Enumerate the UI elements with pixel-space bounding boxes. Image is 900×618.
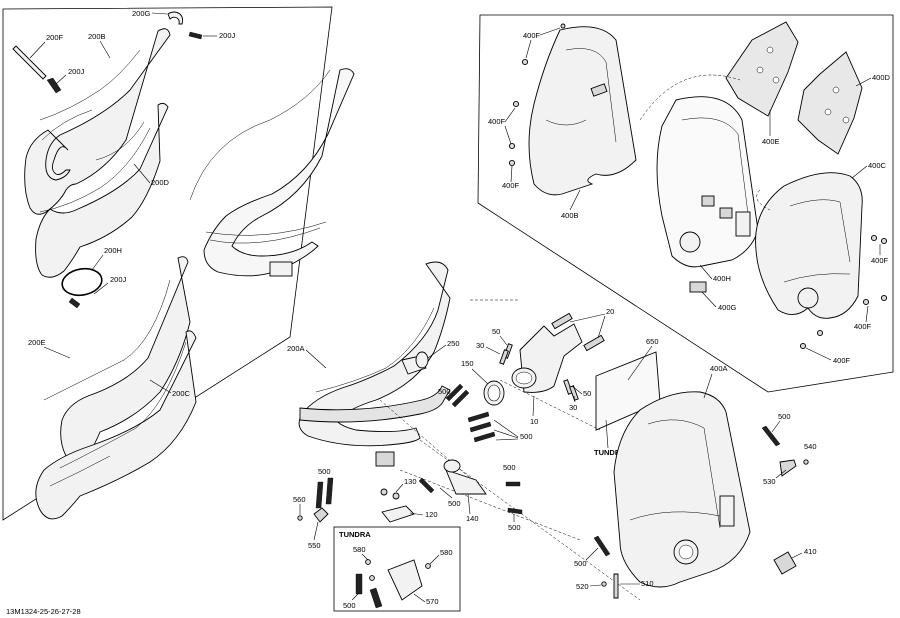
- part-400A-muffler: 400A: [613, 364, 751, 588]
- label-200H: 200H: [104, 246, 122, 255]
- part-20-gaskets: 20: [551, 307, 614, 352]
- part-500-spring-right: 500: [761, 412, 791, 447]
- label-530: 530: [763, 477, 776, 486]
- part-500-springs-left: 500: [315, 467, 334, 509]
- label-50: 50: [583, 389, 591, 398]
- part-150-ring: 150: [461, 359, 505, 406]
- part-500-spring-bottom: 500: [574, 535, 611, 568]
- label-200J: 200J: [68, 67, 85, 76]
- part-520-510-bracket: 520 510: [576, 573, 654, 599]
- label-550: 550: [308, 541, 321, 550]
- part-540-530-clip: 540 530: [763, 442, 817, 486]
- part-200C-heat-shield: 200C: [35, 330, 197, 520]
- tundra-kit-box: TUNDRA 580 580 500 570: [333, 526, 461, 612]
- label-400F: 400F: [502, 181, 520, 190]
- label-200E: 200E: [28, 338, 46, 347]
- label-400G: 400G: [718, 303, 737, 312]
- part-400F-fasteners-left: 400F 400F 400F: [488, 23, 566, 190]
- label-400F: 400F: [854, 322, 872, 331]
- label-410: 410: [804, 547, 817, 556]
- label-140: 140: [466, 514, 479, 523]
- part-410-clamp: 410: [773, 547, 817, 575]
- part-200J-spring: 200J: [46, 67, 85, 94]
- label-200J: 200J: [219, 31, 236, 40]
- part-200H-clamp-ring: 200H 200J: [61, 246, 127, 309]
- part-400F-fasteners-right: 400F 400F 400F: [799, 234, 889, 365]
- label-30: 30: [476, 341, 484, 350]
- label-570: 570: [426, 597, 439, 606]
- label-400F: 400F: [833, 356, 851, 365]
- label-540: 540: [804, 442, 817, 451]
- label-500: 500: [508, 523, 521, 532]
- label-250: 250: [447, 339, 460, 348]
- label-400D: 400D: [872, 73, 891, 82]
- label-120: 120: [425, 510, 438, 519]
- label-400A: 400A: [710, 364, 728, 373]
- part-560-550-fasteners: 560 550: [293, 495, 329, 550]
- label-500: 500: [448, 499, 461, 508]
- label-500: 500: [438, 387, 451, 396]
- part-650-shield-panel: 650 TUNDRA: [594, 337, 661, 457]
- label-500: 500: [520, 432, 533, 441]
- label-400B: 400B: [561, 211, 579, 220]
- part-200J-spring-top: 200J: [188, 31, 236, 40]
- label-20: 20: [606, 307, 614, 316]
- left-panel: [2, 6, 333, 521]
- label-10: 10: [530, 417, 538, 426]
- label-30: 30: [569, 403, 577, 412]
- assembled-muffler-ghost: [189, 68, 355, 277]
- part-10-manifold: 10: [511, 323, 583, 426]
- label-580: 580: [440, 548, 453, 557]
- label-400F: 400F: [488, 117, 506, 126]
- part-140-sleeve: 140: [443, 459, 487, 523]
- tundra-label-kit: TUNDRA: [339, 530, 371, 539]
- label-520: 520: [576, 582, 589, 591]
- label-150: 150: [461, 359, 474, 368]
- label-510: 510: [641, 579, 654, 588]
- part-200D-heat-shield: 200D: [35, 102, 170, 278]
- label-200C: 200C: [172, 389, 191, 398]
- label-400E: 400E: [762, 137, 780, 146]
- label-400C: 400C: [868, 161, 887, 170]
- label-200G: 200G: [132, 9, 151, 18]
- muffler-housing-ghost: [656, 96, 759, 268]
- part-400C-cover: 400C: [755, 161, 887, 319]
- part-250-grommet: 250: [401, 339, 460, 375]
- label-500: 500: [318, 467, 331, 476]
- label-200F: 200F: [46, 33, 64, 42]
- part-200A-muffler: 200A: [287, 261, 451, 467]
- label-200J: 200J: [110, 275, 127, 284]
- part-130-120-bracket: 130 120: [380, 477, 438, 523]
- label-560: 560: [293, 495, 306, 504]
- label-400F: 400F: [871, 256, 889, 265]
- label-650: 650: [646, 337, 659, 346]
- tundra-label-650: TUNDRA: [594, 448, 626, 457]
- label-500: 500: [343, 601, 356, 610]
- label-200B: 200B: [88, 32, 106, 41]
- part-200G-clamp: 200G: [132, 9, 184, 25]
- label-400F: 400F: [523, 31, 541, 40]
- part-200B-heat-shield: 200B: [24, 28, 171, 215]
- part-400H-400G-pad: 400H 400G: [689, 264, 737, 312]
- label-500: 500: [503, 463, 516, 472]
- part-400E-gasket: 400E: [725, 21, 799, 146]
- label-500: 500: [778, 412, 791, 421]
- part-500-springs-center: 500 500 500 500 500: [418, 383, 533, 532]
- part-400D-gasket: 400D: [797, 51, 891, 155]
- diagram-code: 13M1324-25-26-27-28: [6, 607, 81, 616]
- label-580: 580: [353, 545, 366, 554]
- part-50-30-studs: 50 30 50 30: [476, 327, 591, 412]
- label-400H: 400H: [713, 274, 731, 283]
- part-200F-tube: 200F: [12, 33, 64, 80]
- label-200A: 200A: [287, 344, 305, 353]
- right-panel: [477, 14, 894, 393]
- part-400B-cover: 400B: [528, 26, 637, 220]
- label-50: 50: [492, 327, 500, 336]
- label-200D: 200D: [151, 178, 170, 187]
- label-500: 500: [574, 559, 587, 568]
- label-130: 130: [404, 477, 417, 486]
